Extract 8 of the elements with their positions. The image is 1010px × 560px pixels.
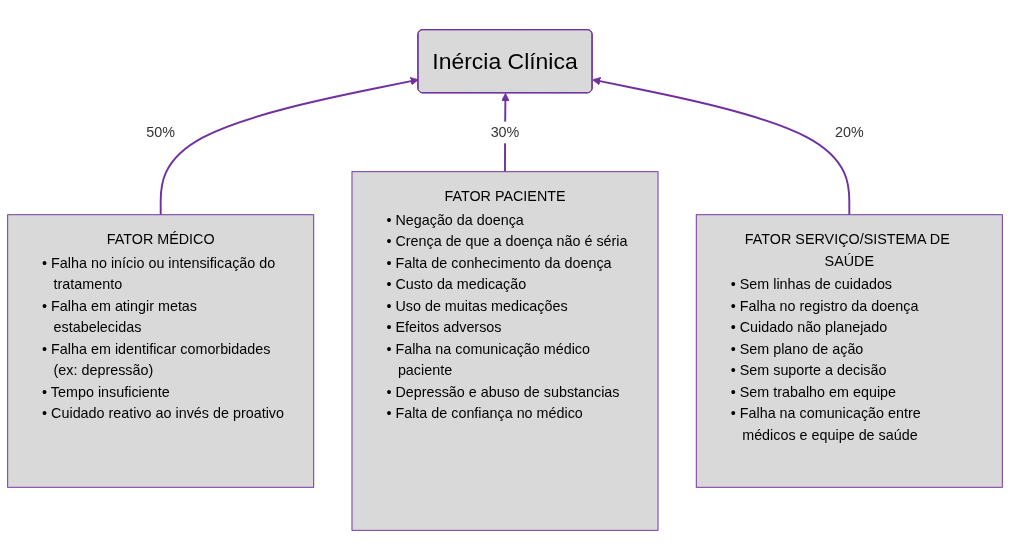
edge-label: 20% xyxy=(834,123,864,140)
node-box: FATOR SERVIÇO/SISTEMA DE SAÚDE • Sem linhas de cuidados • Falha no registro da doença • Cuidado não planejado • Sem plano de ação • Sem suporte a decisão • Sem trabalho em equipe • Falha na comunicação entre médicos e equipe de saúde xyxy=(695,214,1003,488)
node-box: FATOR PACIENTE • Negação da doença • Crença de que a doença não é séria • Falta de conhecimento da doença • Custo da medicação • Uso de muitas medicações • Efeitos adversos • Falha na comunicação médico paciente • Depressão e abuso de substancias • Falta de confiança no médico xyxy=(351,171,659,531)
edge-label: 50% xyxy=(146,123,176,140)
edge-label: 30% xyxy=(490,123,520,140)
arrow xyxy=(159,77,419,216)
arrow xyxy=(592,77,851,216)
node-box: FATOR MÉDICO • Falha no início ou intensificação do tratamento • Falha em atingir metas estabelecidas • Falha em identificar comorbidades (ex: depressão) • Tempo insuficiente • Cuidado reativo ao invés de proativo xyxy=(7,214,315,488)
